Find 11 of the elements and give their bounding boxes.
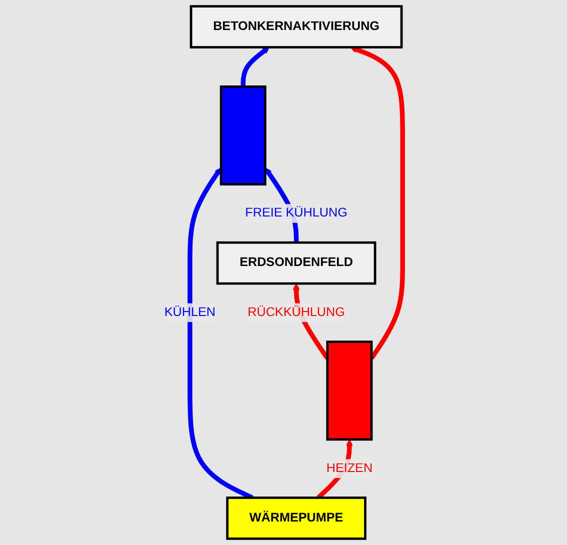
arrow [240, 46, 270, 87]
edge-label: RÜCKKÜHLUNG [248, 306, 345, 319]
edge-label: KÜHLEN [164, 306, 216, 319]
node-bar [220, 85, 266, 186]
edge-label: FREIE KÜHLUNG [245, 206, 348, 220]
node-box: BETONKERNAKTIVIERUNG [190, 5, 403, 48]
node-box: WÄRMEPUMPE [226, 496, 366, 540]
edge-label: HEIZEN [326, 462, 373, 475]
node-box: ERDSONDENFELD [216, 241, 376, 285]
node-bar [326, 340, 373, 441]
arrow [350, 46, 405, 360]
